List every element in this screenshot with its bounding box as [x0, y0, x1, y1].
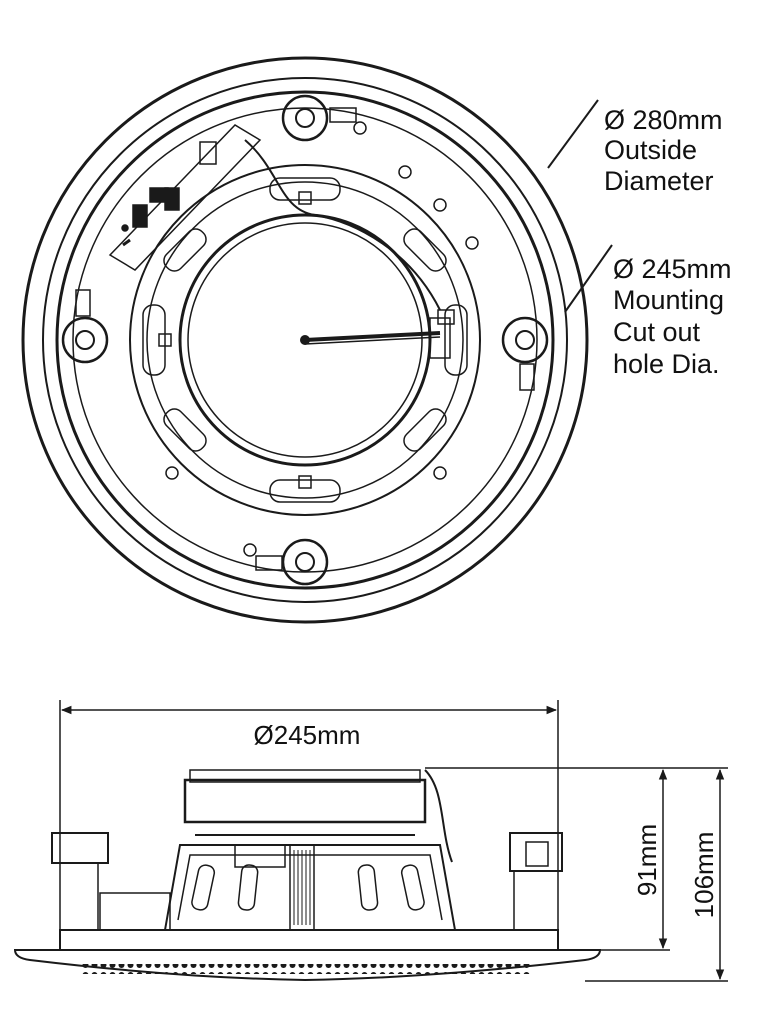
clamp-boss-right — [501, 316, 549, 391]
cutout-diameter-caption-1: Cut out — [613, 317, 701, 347]
tweeter-arm — [300, 309, 455, 359]
grille-bezel — [13, 949, 602, 982]
driver-outer-ring — [129, 164, 481, 516]
basket-windows — [191, 864, 425, 911]
cutout-diameter-leader — [564, 244, 613, 313]
cutout-diameter-callout: Ø 245mm Mounting Cut out hole Dia. — [613, 254, 732, 379]
clamp-boss-top — [281, 94, 357, 142]
frame-slots — [142, 177, 468, 503]
outside-diameter-word: Outside — [604, 135, 697, 165]
body-height-label: 91mm — [632, 824, 662, 896]
crossover-box — [234, 844, 286, 868]
side-view — [13, 700, 728, 982]
frame-screws — [165, 121, 479, 557]
driver-cone-inner — [187, 222, 423, 458]
outside-diameter-callout: Ø 280mm Outside Diameter — [604, 105, 723, 196]
width-dimension-label: Ø245mm — [254, 720, 361, 750]
outside-diameter-caption: Diameter — [604, 166, 714, 196]
tweeter-wire — [244, 139, 441, 311]
magnet-assembly — [183, 778, 427, 824]
outside-diameter-leader — [547, 99, 599, 169]
outer-bezel-outline — [21, 56, 589, 624]
total-height-label: 106mm — [689, 832, 719, 919]
base-plate — [59, 929, 559, 951]
left-clamp-body — [99, 892, 171, 931]
clamp-boss-left — [61, 289, 109, 364]
left-clamp-head — [51, 832, 109, 864]
clamp-boss-bottom — [255, 538, 329, 586]
terminal-block — [108, 124, 262, 271]
top-view — [21, 56, 613, 624]
magnet-top-plate — [189, 769, 421, 783]
cutout-diameter-value: Ø 245mm — [613, 254, 732, 284]
grille-perforations — [80, 964, 530, 974]
side-wire — [424, 769, 453, 863]
center-post-coils — [293, 850, 311, 925]
outside-diameter-value: Ø 280mm — [604, 105, 723, 135]
driver-tabs — [158, 191, 312, 489]
mounting-frame-ring — [55, 90, 555, 590]
cutout-diameter-word: Mounting — [613, 285, 724, 315]
right-clamp-head — [509, 832, 563, 872]
driver-mid-ring — [146, 181, 464, 499]
center-post — [289, 844, 315, 931]
cutout-diameter-caption-2: hole Dia. — [613, 349, 720, 379]
right-clamp-knob — [525, 841, 549, 867]
inner-bezel-outline — [42, 77, 568, 603]
